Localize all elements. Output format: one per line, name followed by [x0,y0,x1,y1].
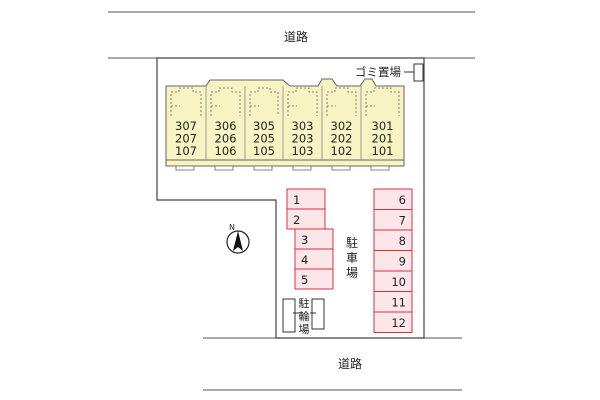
parking-space-label: 3 [301,233,308,247]
parking-space-9 [373,250,413,272]
parking-space-label: 8 [399,234,406,248]
unit-room-outline [210,87,241,116]
entrance-step [253,165,273,171]
unit-number-107: 107 [175,144,197,158]
unit-number-101: 101 [372,144,394,158]
bottom-road-label: 道路 [338,356,362,371]
parking-label: 駐 車 場 [346,235,358,280]
unit-number-303: 303 [292,119,314,133]
unit-room-outline [326,87,357,116]
bicycle-rack-right [311,298,325,330]
entrance-step [370,165,390,171]
unit-number-305: 305 [253,119,275,133]
bicycle-label-char-2: 輪 [299,309,310,323]
entrance-step [214,165,234,171]
unit-number-206: 206 [215,132,237,146]
unit-room-outline [249,87,279,116]
parking-space-8 [373,229,413,251]
parking-space-label: 5 [301,273,308,287]
unit-number-201: 201 [372,132,394,146]
bicycle-rack-left [282,298,296,333]
unit-number-306: 306 [215,119,237,133]
unit-room-outline [365,87,400,116]
parking-space-label: 9 [399,255,406,269]
unit-number-302: 302 [331,119,353,133]
parking-space-label: 7 [399,214,406,228]
unit-number-102: 102 [331,144,353,158]
unit-number-301: 301 [372,119,394,133]
parking-space-label: 1 [293,193,300,207]
unit-numbers: 3072071073062061063052051053032031033022… [175,119,393,158]
garbage-area-label: ゴミ置場 [355,65,401,79]
parking-space-label: 4 [301,253,308,267]
unit-room-outline [287,87,318,116]
parking-label-char-3: 場 [346,266,358,280]
building-steps [175,165,390,171]
unit-number-205: 205 [253,132,275,146]
entrance-step [331,165,351,171]
unit-number-203: 203 [292,132,314,146]
apartment-building: 3072071073062061063052051053032031033022… [165,78,405,171]
unit-number-307: 307 [175,119,197,133]
unit-number-207: 207 [175,132,197,146]
parking-space-6 [373,188,413,210]
top-road-label: 道路 [284,29,308,44]
parking-space-label: 10 [391,275,406,289]
parking-right-group: 6 7 8 9 10 11 12 [373,188,413,333]
garbage-area-box [413,63,424,82]
unit-number-103: 103 [292,144,314,158]
unit-number-202: 202 [331,132,353,146]
north-compass: N [226,223,250,254]
parking-space-label: 6 [399,193,406,207]
parking-space-label: 2 [293,213,300,227]
parking-space-7 [373,209,413,231]
bicycle-label-char-1: 駐 [299,296,310,310]
parking-space-label: 12 [391,316,406,330]
bicycle-label-char-3: 場 [299,323,310,336]
parking-space-12 [373,311,413,333]
compass-label: N [229,223,235,232]
parking-label-char-2: 車 [346,251,358,265]
entrance-step [175,165,195,171]
parking-label-char-1: 駐 [346,235,358,250]
entrance-step [292,165,312,171]
unit-number-106: 106 [215,144,237,158]
unit-room-outline [170,87,202,116]
north-arrow-icon [233,231,243,251]
building-body [165,78,405,167]
building-internals [170,86,400,160]
parking-space-5 [294,268,334,290]
unit-number-105: 105 [253,144,275,158]
bicycle-parking: 駐 輪 場 [282,296,325,336]
parking-space-label: 11 [391,296,406,310]
